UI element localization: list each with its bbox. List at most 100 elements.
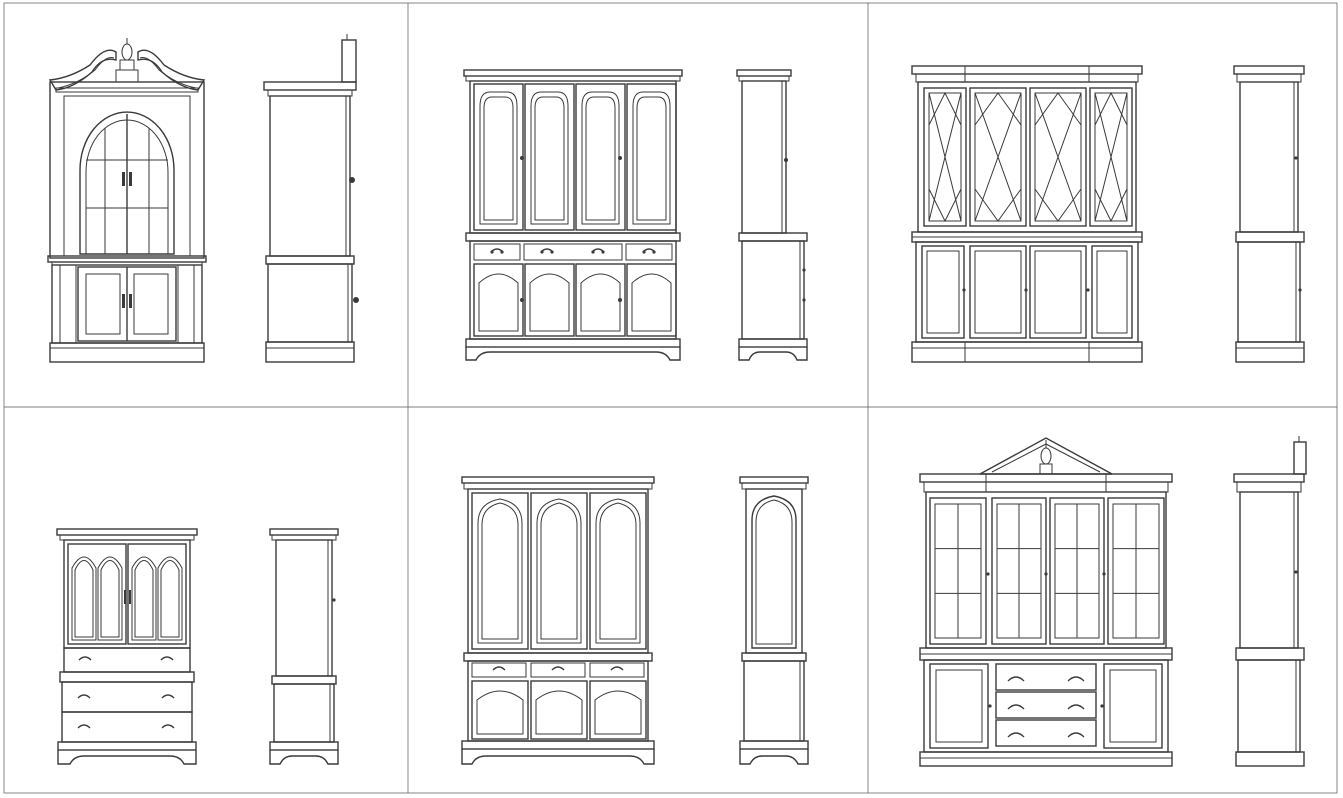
- hutch-three-door-lower-door: [471, 680, 529, 740]
- breakfront-lattice-door: [1089, 87, 1133, 227]
- hutch-four-door-lower-door-panel: [631, 273, 672, 332]
- armoire-door: [127, 543, 187, 645]
- hutch-four-door-glass-door-inner: [636, 96, 667, 221]
- hutch-four-door-lower-door-panel: [478, 273, 519, 332]
- hutch-three-door-glass-door: [589, 492, 647, 650]
- panel-china-hutch-three-door: [461, 476, 809, 765]
- breakfront-lattice-lower-door: [1091, 245, 1133, 339]
- door-knob: [618, 156, 622, 160]
- lattice-cross: [974, 92, 1022, 222]
- door-knob: [1086, 288, 1090, 292]
- lattice-diamond: [1034, 92, 1082, 222]
- door-knob: [618, 298, 622, 302]
- hutch-three-door-arch: [595, 498, 641, 644]
- door-knob: [986, 572, 990, 576]
- hutch-four-door-glass-door-panel: [581, 91, 620, 225]
- armoire-side-elevation: [269, 528, 339, 765]
- hutch-four-door-side-elevation: [736, 69, 808, 361]
- breakfront-pediment-front-elevation: [919, 437, 1173, 767]
- panel-corner-cabinet-arched: [47, 34, 359, 363]
- armoire-door-inner: [74, 560, 94, 638]
- breakfront-pediment-glass-door: [1049, 497, 1105, 645]
- armoire-door: [67, 543, 127, 645]
- armoire-door-panel: [97, 556, 123, 641]
- armoire-door-panel: [157, 556, 183, 641]
- breakfront-lattice-lower-door: [921, 245, 965, 339]
- door-knob: [1024, 288, 1028, 292]
- panel-armoire-chest: [56, 528, 339, 765]
- hutch-four-door-glass-door-panel: [632, 91, 671, 225]
- breakfront-lattice-door: [1029, 87, 1087, 227]
- hutch-four-door-glass-door-panel: [530, 91, 569, 225]
- hutch-four-door-lower-door: [575, 263, 626, 337]
- lattice-cross: [1094, 92, 1128, 222]
- hutch-four-door-lower-door-panel: [529, 273, 570, 332]
- breakfront-pediment-glass-door: [929, 497, 987, 645]
- lattice-cross: [1034, 92, 1082, 222]
- breakfront-lattice-door: [923, 87, 967, 227]
- panel-grid: [3, 2, 1338, 794]
- door-knob: [520, 298, 524, 302]
- hutch-four-door-glass-door: [473, 83, 524, 231]
- hutch-three-door-lower-door: [589, 680, 647, 740]
- armoire-door-inner: [160, 560, 180, 638]
- hutch-three-door-arch-inner: [599, 502, 637, 640]
- hutch-four-door-front-elevation: [463, 69, 683, 361]
- breakfront-lattice-lower-door: [969, 245, 1027, 339]
- hutch-three-door-glass-door: [530, 492, 588, 650]
- hutch-three-door-arch: [477, 498, 523, 644]
- hutch-four-door-lower-door-panel: [580, 273, 621, 332]
- door-knob: [962, 288, 966, 292]
- hutch-four-door-glass-door-inner: [534, 96, 565, 221]
- panel-china-hutch-four-door: [463, 69, 808, 361]
- hutch-four-door-glass-door: [524, 83, 575, 231]
- armoire-door-panel: [131, 556, 157, 641]
- hutch-four-door-glass-door: [626, 83, 677, 231]
- hutch-four-door-glass-door: [575, 83, 626, 231]
- breakfront-lattice-lower-door: [1029, 245, 1087, 339]
- breakfront-lattice-lower-panel: [926, 250, 960, 334]
- door-knob: [1102, 572, 1106, 576]
- corner-cabinet-front-elevation: [47, 38, 207, 363]
- door-knob: [520, 156, 524, 160]
- hutch-three-door-lower-door-panel: [476, 690, 524, 735]
- breakfront-pediment-side-elevation: [1233, 436, 1307, 767]
- door-handle: [124, 590, 126, 604]
- panel-breakfront-lattice: [911, 65, 1305, 363]
- breakfront-lattice-front-elevation: [911, 65, 1143, 363]
- hutch-three-door-lower-door-panel: [535, 690, 583, 735]
- panel-breakfront-pediment: [919, 436, 1307, 767]
- breakfront-lattice-door: [969, 87, 1027, 227]
- hutch-four-door-glass-door-panel: [479, 91, 518, 225]
- hutch-three-door-lower-door: [530, 680, 588, 740]
- corner-cabinet-side-elevation: [263, 34, 359, 363]
- hutch-four-door-lower-door: [626, 263, 677, 337]
- hutch-three-door-lower-door-panel: [594, 690, 642, 735]
- hutch-three-door-arch: [536, 498, 582, 644]
- hutch-three-door-front-elevation: [461, 476, 655, 765]
- armoire-door-panel: [71, 556, 97, 641]
- hutch-four-door-lower-door: [473, 263, 524, 337]
- breakfront-lattice-lower-panel: [974, 250, 1022, 334]
- hutch-four-door-glass-door-inner: [483, 96, 514, 221]
- armoire-door-inner: [100, 560, 120, 638]
- lattice-diamond: [974, 92, 1022, 222]
- hutch-four-door-glass-door-inner: [585, 96, 616, 221]
- armoire-front-elevation: [56, 528, 198, 765]
- armoire-door-inner: [134, 560, 154, 638]
- hutch-three-door-arch-inner: [540, 502, 578, 640]
- hutch-three-door-glass-door: [471, 492, 529, 650]
- breakfront-pediment-glass-door: [1107, 497, 1165, 645]
- hutch-three-door-side-elevation: [739, 476, 809, 765]
- door-handle: [129, 590, 131, 604]
- hutch-four-door-lower-door: [524, 263, 575, 337]
- lattice-cross: [928, 92, 962, 222]
- breakfront-lattice-side-elevation: [1233, 65, 1305, 363]
- lattice-diamond: [928, 91, 962, 223]
- breakfront-lattice-lower-panel: [1096, 250, 1128, 334]
- door-knob: [1044, 572, 1048, 576]
- hutch-three-door-arch-inner: [481, 502, 519, 640]
- breakfront-pediment-glass-door: [991, 497, 1047, 645]
